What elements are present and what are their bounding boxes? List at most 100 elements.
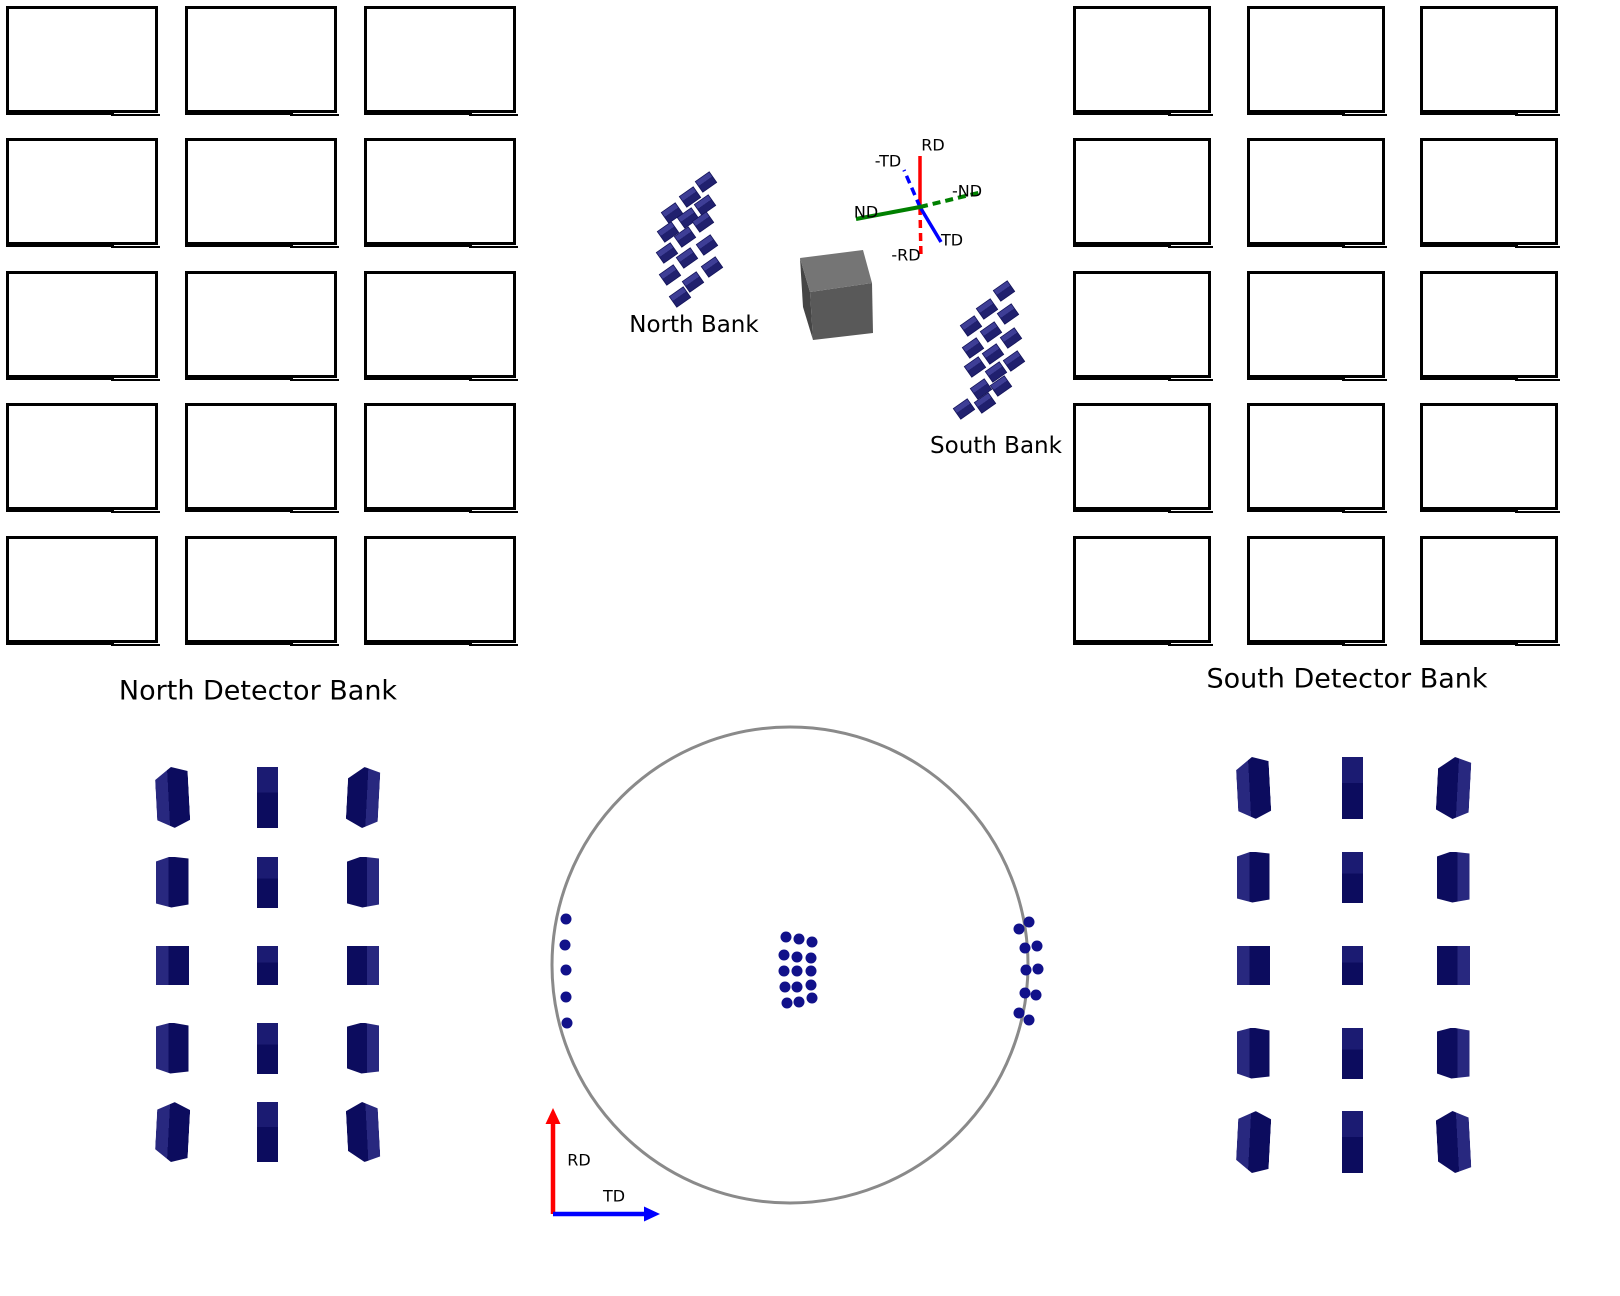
south-detector-bank-title: South Detector Bank	[1206, 663, 1488, 695]
mini-detector-south	[959, 315, 983, 337]
detector-box-north	[347, 945, 379, 985]
mini-detector-south	[999, 327, 1023, 349]
pole-dot-center	[805, 965, 817, 977]
detector-panel-south	[1247, 403, 1387, 513]
mini-detector-south	[973, 392, 997, 414]
sample-coordinate-axes	[855, 156, 983, 260]
pole-dot-north	[561, 1017, 573, 1029]
detector-box-north	[155, 945, 189, 985]
detector-box-south	[1436, 1027, 1470, 1079]
axis-line--TD	[902, 169, 922, 208]
pole-dot-south	[1031, 940, 1043, 952]
pole-dot-south	[1030, 989, 1042, 1001]
pole-dot-center	[778, 965, 790, 977]
pole-dot-center	[805, 979, 817, 991]
detector-panel-north	[6, 536, 161, 646]
detector-panel-north	[364, 271, 519, 381]
mini-detector-south	[996, 303, 1020, 325]
detector-box-north	[347, 1022, 379, 1074]
north-bank-3d-cluster	[655, 171, 724, 308]
pole-dot-south	[1023, 916, 1035, 928]
pole-dot-center	[806, 936, 818, 948]
detector-panel-south	[1247, 536, 1387, 646]
mini-detector-north	[694, 171, 718, 193]
south-bank-3d-cluster	[952, 280, 1026, 420]
pole-dot-south	[1019, 987, 1031, 999]
pole-figure	[545, 725, 1044, 1222]
mini-detector-south	[992, 280, 1016, 302]
detector-panel-north	[185, 138, 340, 248]
pole-dot-north	[560, 964, 572, 976]
detector-panel-north	[364, 403, 519, 513]
axis-line-TD	[918, 206, 943, 243]
mini-detector-south	[1002, 350, 1026, 372]
detector-box-north	[347, 856, 379, 908]
detector-box-south	[1436, 945, 1470, 985]
cube-left-face	[800, 258, 813, 340]
sample-cube	[800, 250, 873, 340]
detector-box-north	[256, 1102, 278, 1162]
detector-panel-north	[6, 138, 161, 248]
detector-box-south	[1341, 851, 1363, 903]
mini-detector-north	[695, 234, 719, 256]
detector-panel-south	[1073, 536, 1213, 646]
pole-dot-south	[1023, 1014, 1035, 1026]
mini-detector-north	[693, 194, 717, 216]
pole-dot-center	[791, 951, 803, 963]
pole-figure-circle	[550, 725, 1030, 1205]
pole-dot-center	[793, 996, 805, 1008]
detector-panel-south	[1247, 138, 1387, 248]
mini-detector-north	[691, 211, 715, 233]
detector-panel-north	[6, 271, 161, 381]
pole-dot-center	[793, 933, 805, 945]
pole-dot-center	[781, 997, 793, 1009]
pole-dot-south	[1032, 963, 1044, 975]
detector-panel-south	[1073, 138, 1213, 248]
cube-top-face	[800, 250, 872, 292]
axis-line--ND	[919, 190, 983, 209]
mini-detector-south	[979, 321, 1003, 343]
north-detector-bank-title: North Detector Bank	[118, 675, 398, 707]
detector-panel-south	[1073, 403, 1213, 513]
detector-box-south	[1236, 945, 1270, 985]
pole-dot-north	[559, 939, 571, 951]
pole-dot-center	[806, 992, 818, 1004]
mini-detector-north	[673, 226, 697, 248]
detector-box-south	[1236, 1027, 1270, 1079]
detector-box-north	[155, 856, 189, 908]
mini-detector-north	[656, 221, 680, 243]
mini-detector-north	[655, 242, 679, 264]
detector-box-north	[256, 1022, 278, 1074]
axis-label-TD: TD	[940, 230, 964, 250]
detector-panel-south	[1247, 6, 1387, 116]
cube-front-face	[810, 283, 873, 340]
pole-dot-center	[791, 981, 803, 993]
mini-detector-north	[676, 207, 700, 229]
mini-detector-south	[975, 298, 999, 320]
mini-detector-north	[660, 202, 684, 224]
detector-box-north	[256, 856, 278, 908]
detector-panel-north	[185, 403, 340, 513]
pole-rd-arrow-head	[545, 1108, 561, 1124]
detector-panel-south	[1420, 6, 1560, 116]
detector-panel-south	[1247, 271, 1387, 381]
detector-box-south	[1236, 851, 1270, 903]
axis-label--ND: -ND	[951, 181, 983, 201]
axis-label--TD: -TD	[874, 151, 902, 171]
detector-panel-south	[1420, 138, 1560, 248]
pole-dot-north	[560, 913, 572, 925]
detector-panel-north	[6, 6, 161, 116]
detector-panel-south	[1073, 6, 1213, 116]
pole-dot-center	[779, 981, 791, 993]
north-bank-label: North Bank	[629, 312, 759, 338]
mini-detector-south	[952, 398, 976, 420]
axis-line-ND	[855, 205, 921, 221]
pole-td-axis-label: TD	[602, 1186, 626, 1206]
pole-rd-axis-label: RD	[567, 1150, 591, 1170]
detector-box-north	[155, 1022, 189, 1074]
detector-panel-north	[364, 138, 519, 248]
detector-panel-north	[185, 536, 340, 646]
mini-detector-south	[989, 375, 1013, 397]
